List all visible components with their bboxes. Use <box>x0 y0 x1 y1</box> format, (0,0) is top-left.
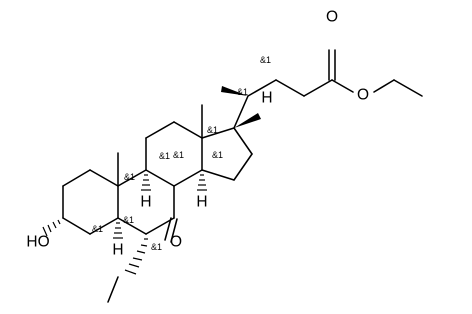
ketone-oxygen-label: O <box>170 234 182 251</box>
stereo-flag-c20: &1 <box>260 55 271 65</box>
stereo-wedges <box>42 86 261 275</box>
h17-label: H <box>261 90 272 107</box>
stereo-flag-c6: &1 <box>151 242 162 252</box>
stereo-flags: &1 &1 &1 &1 &1 &1 &1 &1 &1 &1 <box>92 55 271 252</box>
stereo-flag-c10: &1 <box>124 172 135 182</box>
ring-d <box>201 127 253 181</box>
h14-label: H <box>196 194 207 211</box>
stereo-flag-c13: &1 <box>207 125 218 135</box>
carbonyl-oxygen-label: O <box>326 9 338 26</box>
atom-labels: O O O HO H H H H <box>26 9 369 259</box>
hashed-bond-h5 <box>113 222 123 239</box>
stereo-flag-c17: &1 <box>237 87 248 97</box>
ketone-group <box>164 217 178 243</box>
ethyl-group <box>107 276 119 303</box>
ring-b <box>117 169 175 235</box>
hashed-bond-oh <box>42 219 61 237</box>
ring-c <box>145 121 203 187</box>
side-chain <box>233 49 423 129</box>
stereo-flag-c8: &1 <box>159 151 170 161</box>
stereo-flag-c5: &1 <box>123 215 134 225</box>
h9-label: H <box>140 194 151 211</box>
hydroxyl-label: HO <box>26 234 49 251</box>
stereo-flag-c14: &1 <box>212 150 223 160</box>
hashed-bond-h9 <box>141 174 151 191</box>
h5-label: H <box>112 242 123 259</box>
hashed-bond-h14 <box>197 174 207 191</box>
angular-methyls <box>117 104 203 187</box>
ester-oxygen-label: O <box>357 87 369 104</box>
hashed-bond-ethyl <box>124 238 148 275</box>
stereo-flag-c9: &1 <box>173 150 184 160</box>
ring-a <box>62 169 119 235</box>
stereo-flag-c3: &1 <box>92 224 103 234</box>
